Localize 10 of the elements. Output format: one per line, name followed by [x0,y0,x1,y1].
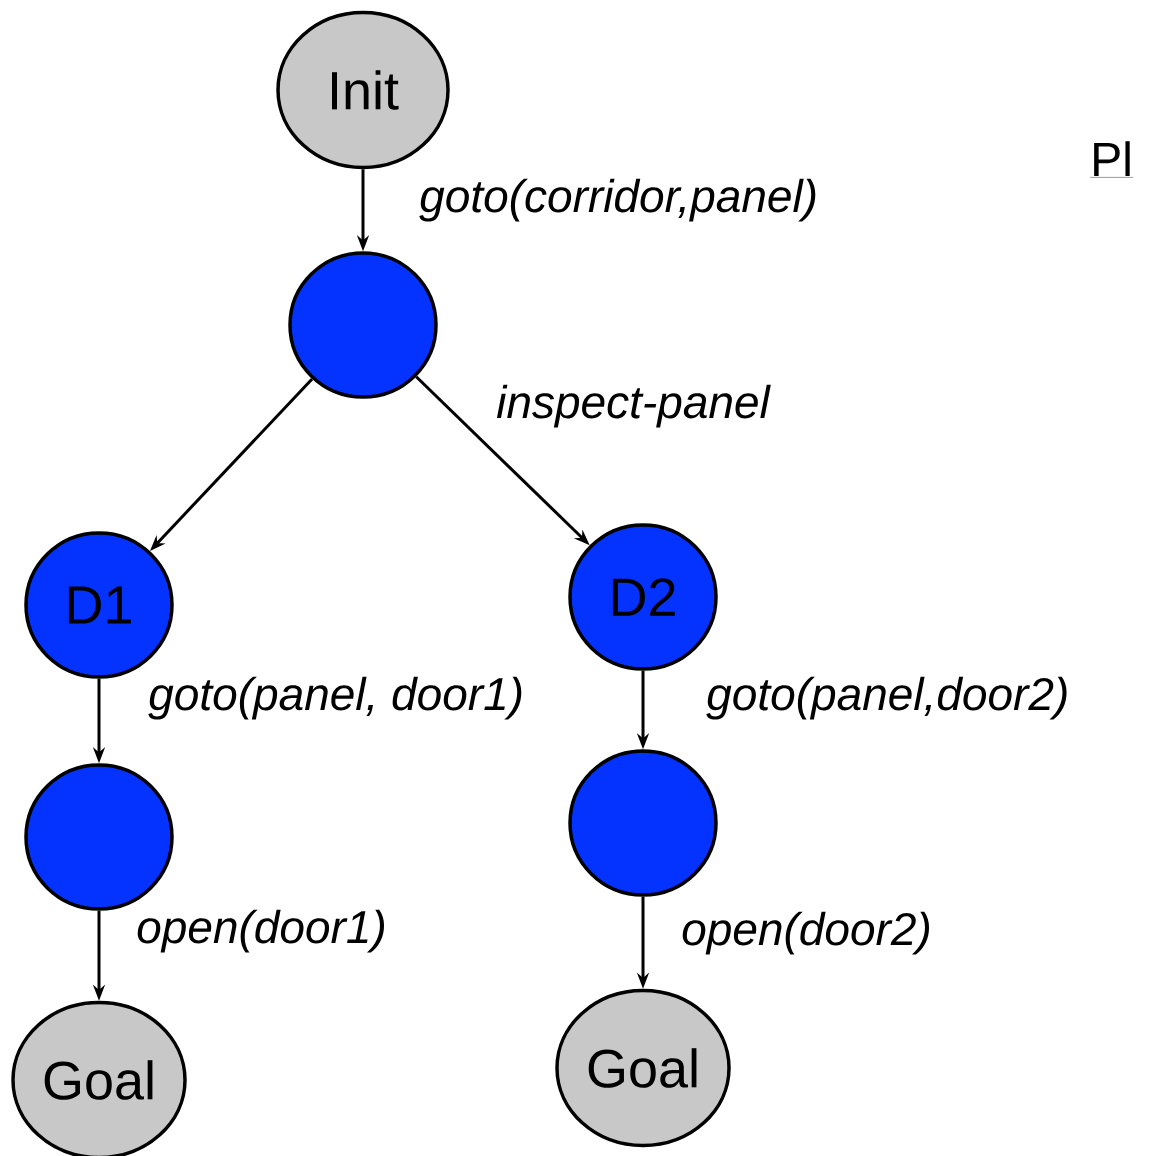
edge-label: goto(corridor,panel) [419,178,816,222]
state-circle [568,749,718,897]
edge-label: inspect-panel [496,384,771,428]
edge-label: open(door1) [137,909,384,953]
edge-label: open(door2) [682,911,930,955]
state-circle [24,763,174,911]
edge-label: goto(panel,door2) [706,676,1067,720]
state-circle [288,251,438,399]
heading-text: Pl [1090,141,1134,178]
edge-label: goto(panel, door1) [148,676,522,720]
